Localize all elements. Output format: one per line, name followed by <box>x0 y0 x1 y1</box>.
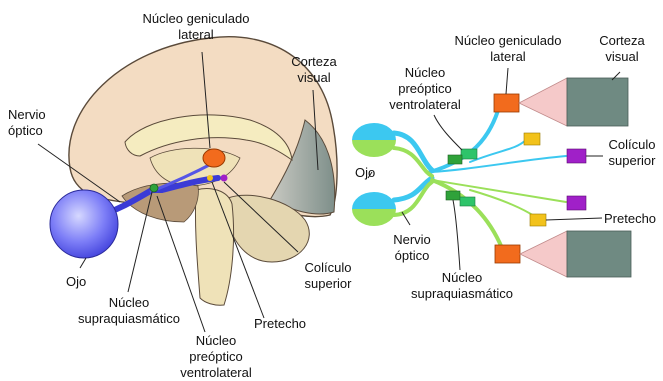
blue-pathway <box>394 104 566 200</box>
scn-left <box>150 184 158 192</box>
cortex-bottom <box>567 231 631 277</box>
lgn-left <box>203 149 225 167</box>
eye-top-green <box>352 140 396 157</box>
eye-label-right: Ojo <box>355 165 375 180</box>
lgn-top <box>494 94 519 112</box>
pretectum-label-right: Pretecho <box>604 211 656 226</box>
colliculus-top <box>567 149 586 163</box>
eye-label-left: Ojo <box>66 274 86 289</box>
eye-top-blue <box>352 123 396 140</box>
eye-bottom-blue <box>352 192 396 209</box>
pretectum-left <box>207 175 213 181</box>
cortex-funnel-top <box>519 78 567 126</box>
scn-bottom <box>446 191 460 200</box>
cortex-funnel-bottom <box>520 231 567 277</box>
pretectum-top <box>524 133 540 145</box>
pretectum-label-left: Pretecho <box>254 316 306 331</box>
eye-bottom-green <box>352 209 396 226</box>
scn-top <box>448 155 462 164</box>
colliculus-left <box>221 175 228 182</box>
vlpo-bottom <box>460 197 475 206</box>
brainstem <box>195 189 233 306</box>
colliculus-bottom <box>567 196 586 210</box>
pretectum-bottom <box>530 214 546 226</box>
lgn-bottom <box>495 245 520 263</box>
vlpo-top <box>461 149 477 159</box>
cortex-top <box>567 78 628 126</box>
eye-left <box>50 190 118 258</box>
